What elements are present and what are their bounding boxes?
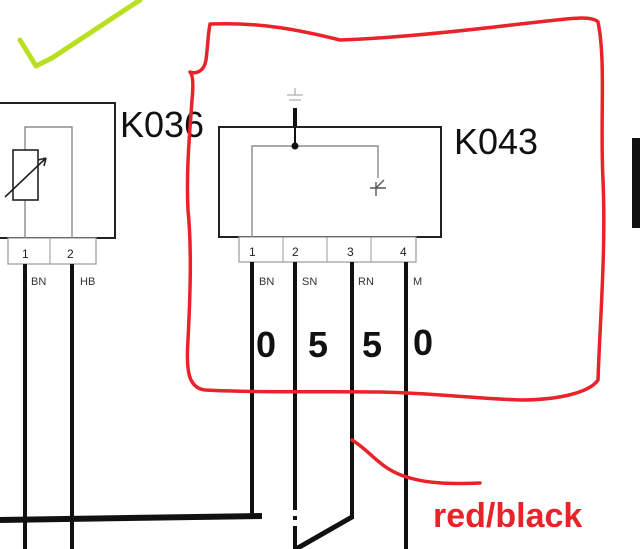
k043-pin-4: 4 <box>400 245 407 259</box>
k036-wire-label-hb: HB <box>80 276 95 288</box>
component-k036: 1 2 BN HB K036 <box>0 102 204 549</box>
k043-inner-circuit <box>251 145 379 237</box>
k043-wire-label-rn: RN <box>358 276 374 288</box>
variable-resistor-arrow-icon <box>4 157 47 198</box>
variable-resistor-icon <box>12 149 39 201</box>
junction-dot-icon <box>291 142 299 150</box>
component-k043: 1 2 3 4 BN SN RN M K043 <box>218 88 538 549</box>
value-wire-2: 5 <box>308 324 328 365</box>
wire-color-note: red/black <box>433 497 582 535</box>
right-edge-fragment <box>632 138 640 228</box>
k043-wire-label-sn: SN <box>302 276 317 288</box>
k036-pin-1: 1 <box>22 247 29 261</box>
k043-wire-label-bn: BN <box>259 276 274 288</box>
value-wire-1: 0 <box>256 324 276 365</box>
bottom-bus-wire <box>0 513 263 523</box>
k043-wire-label-m: M <box>413 276 422 288</box>
red-highlight-outline <box>185 16 606 402</box>
k043-label: K043 <box>454 121 538 162</box>
checkmark-icon <box>17 0 143 69</box>
switch-contact-icon <box>370 179 386 196</box>
k043-pin-3: 3 <box>347 245 354 259</box>
k036-pin-2: 2 <box>67 247 74 261</box>
value-wire-3: 5 <box>362 324 382 365</box>
k036-wire-label-bn: BN <box>31 276 46 288</box>
value-wire-4: 0 <box>413 322 433 363</box>
k043-pin-1: 1 <box>249 245 256 259</box>
k036-connector <box>7 237 97 265</box>
k043-pin-2: 2 <box>292 245 299 259</box>
diagonal-wire <box>294 514 354 549</box>
red-pointer-stroke <box>350 438 482 486</box>
